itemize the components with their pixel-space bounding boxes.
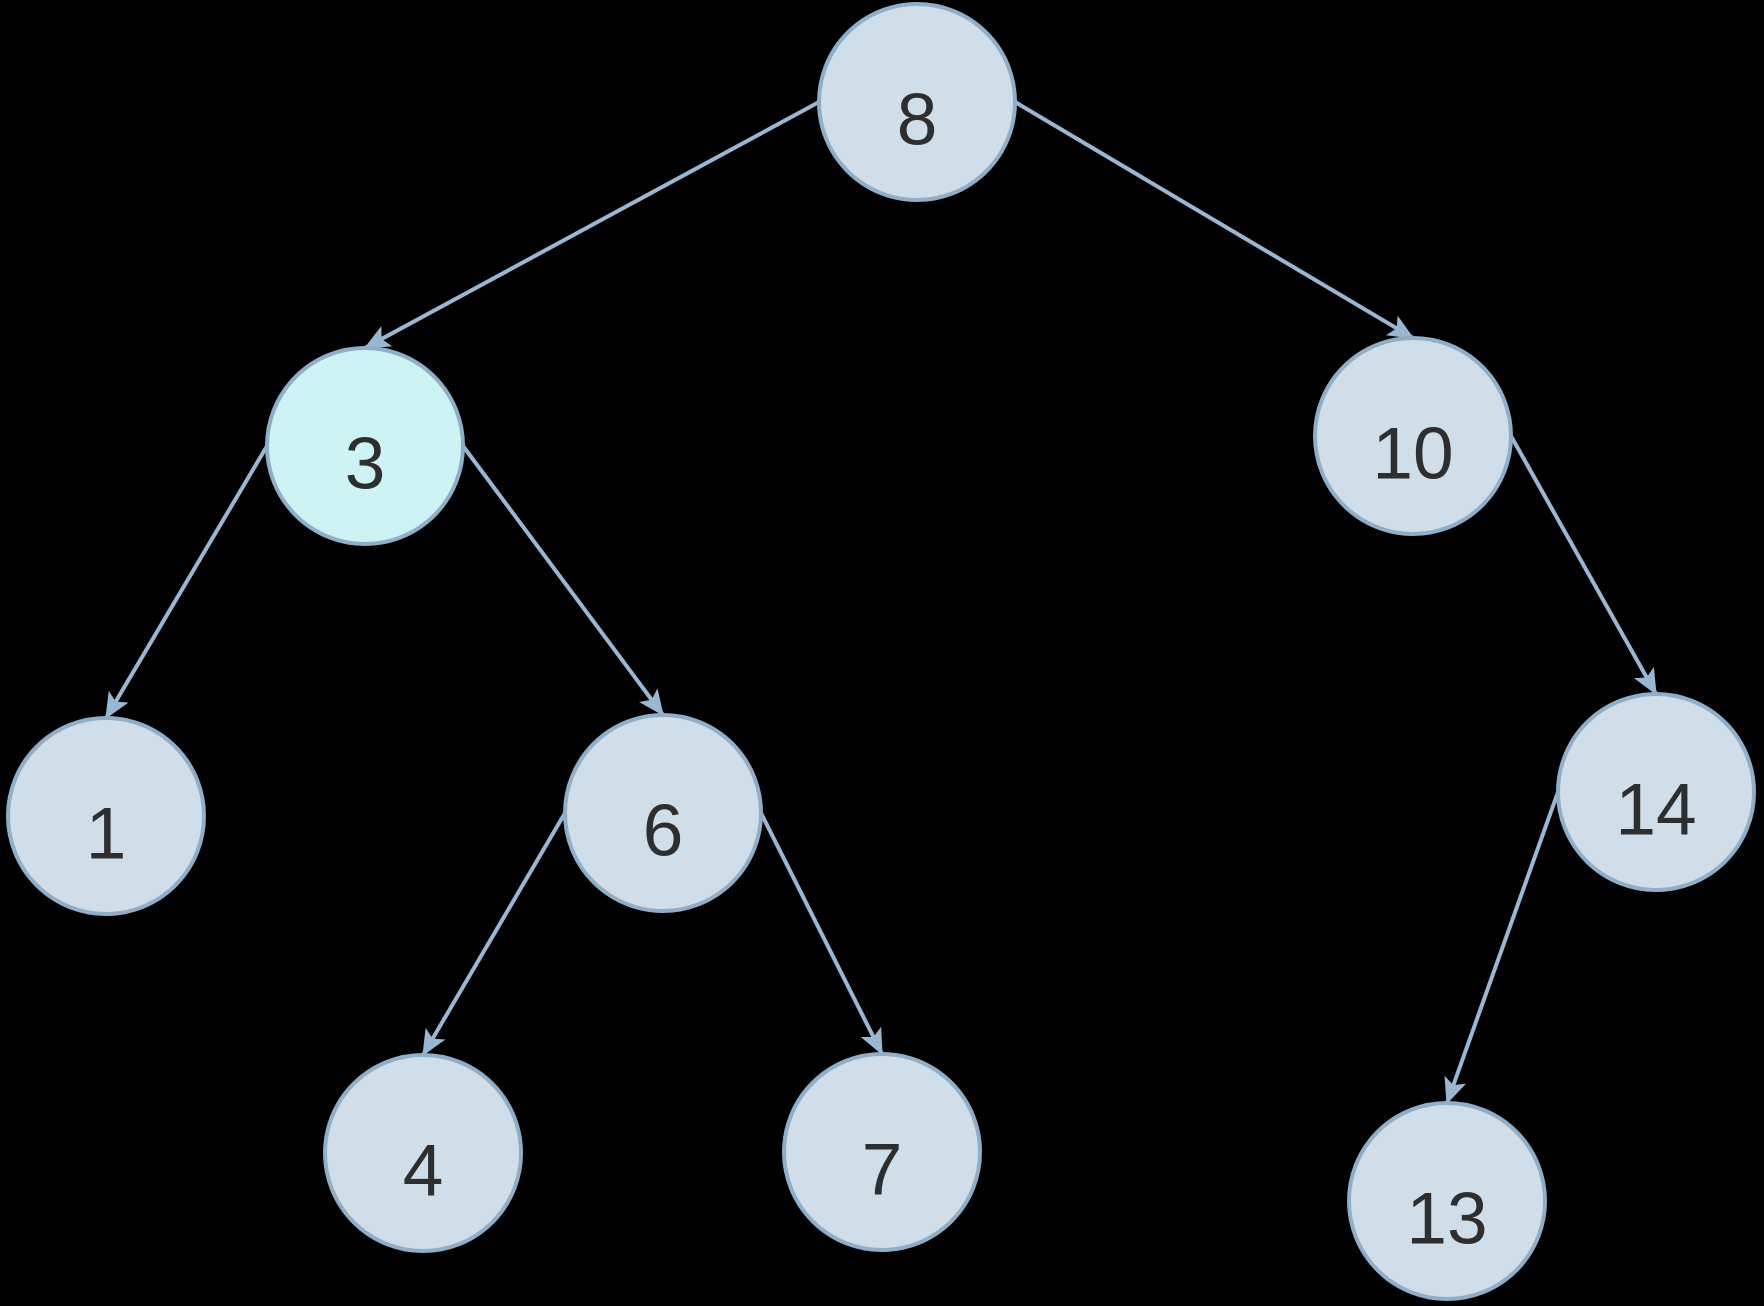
tree-node-10: 10 bbox=[1313, 336, 1513, 536]
tree-node-circle-4 bbox=[323, 1053, 523, 1253]
tree-node-3: 3 bbox=[265, 346, 465, 546]
tree-node-circle-13 bbox=[1347, 1101, 1547, 1301]
tree-node-circle-8 bbox=[817, 2, 1017, 202]
tree-edge-6-to-7 bbox=[759, 812, 884, 1056]
tree-edge-10-to-14 bbox=[1509, 435, 1658, 696]
tree-node-circle-3-highlighted bbox=[265, 346, 465, 546]
tree-node-14: 14 bbox=[1556, 692, 1756, 892]
tree-edge-6-to-4 bbox=[421, 811, 567, 1057]
tree-edge-8-to-3 bbox=[363, 100, 820, 350]
tree-edge-8-to-10 bbox=[1013, 100, 1415, 340]
tree-node-1: 1 bbox=[6, 716, 206, 916]
tree-node-13: 13 bbox=[1347, 1101, 1547, 1301]
tree-edge-3-to-6 bbox=[461, 444, 665, 717]
tree-node-circle-1 bbox=[6, 716, 206, 916]
tree-node-circle-10 bbox=[1313, 336, 1513, 536]
tree-node-circle-14 bbox=[1556, 692, 1756, 892]
tree-node-4: 4 bbox=[323, 1053, 523, 1253]
tree-node-8: 8 bbox=[817, 2, 1017, 202]
tree-node-circle-7 bbox=[782, 1052, 982, 1252]
tree-node-6: 6 bbox=[563, 713, 763, 913]
tree-node-circle-6 bbox=[563, 713, 763, 913]
tree-edge-3-to-1 bbox=[104, 444, 269, 720]
tree-edge-14-to-13 bbox=[1444, 791, 1560, 1105]
tree-node-7: 7 bbox=[782, 1052, 982, 1252]
